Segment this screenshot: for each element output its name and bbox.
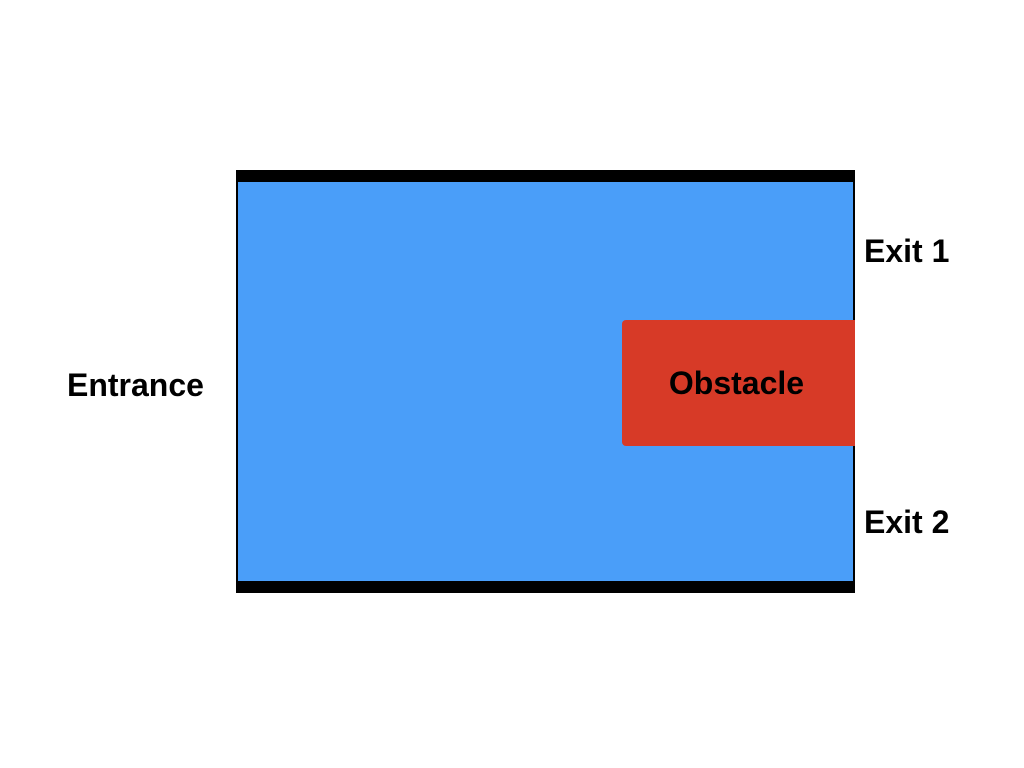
exit-2-label: Exit 2 (864, 504, 950, 540)
top-wall (236, 170, 855, 182)
obstacle-block: Obstacle (622, 320, 855, 446)
bottom-wall (236, 581, 855, 593)
obstacle-label: Obstacle (668, 364, 805, 401)
entrance-label: Entrance (67, 367, 204, 403)
exit-1-label: Exit 1 (864, 233, 950, 269)
